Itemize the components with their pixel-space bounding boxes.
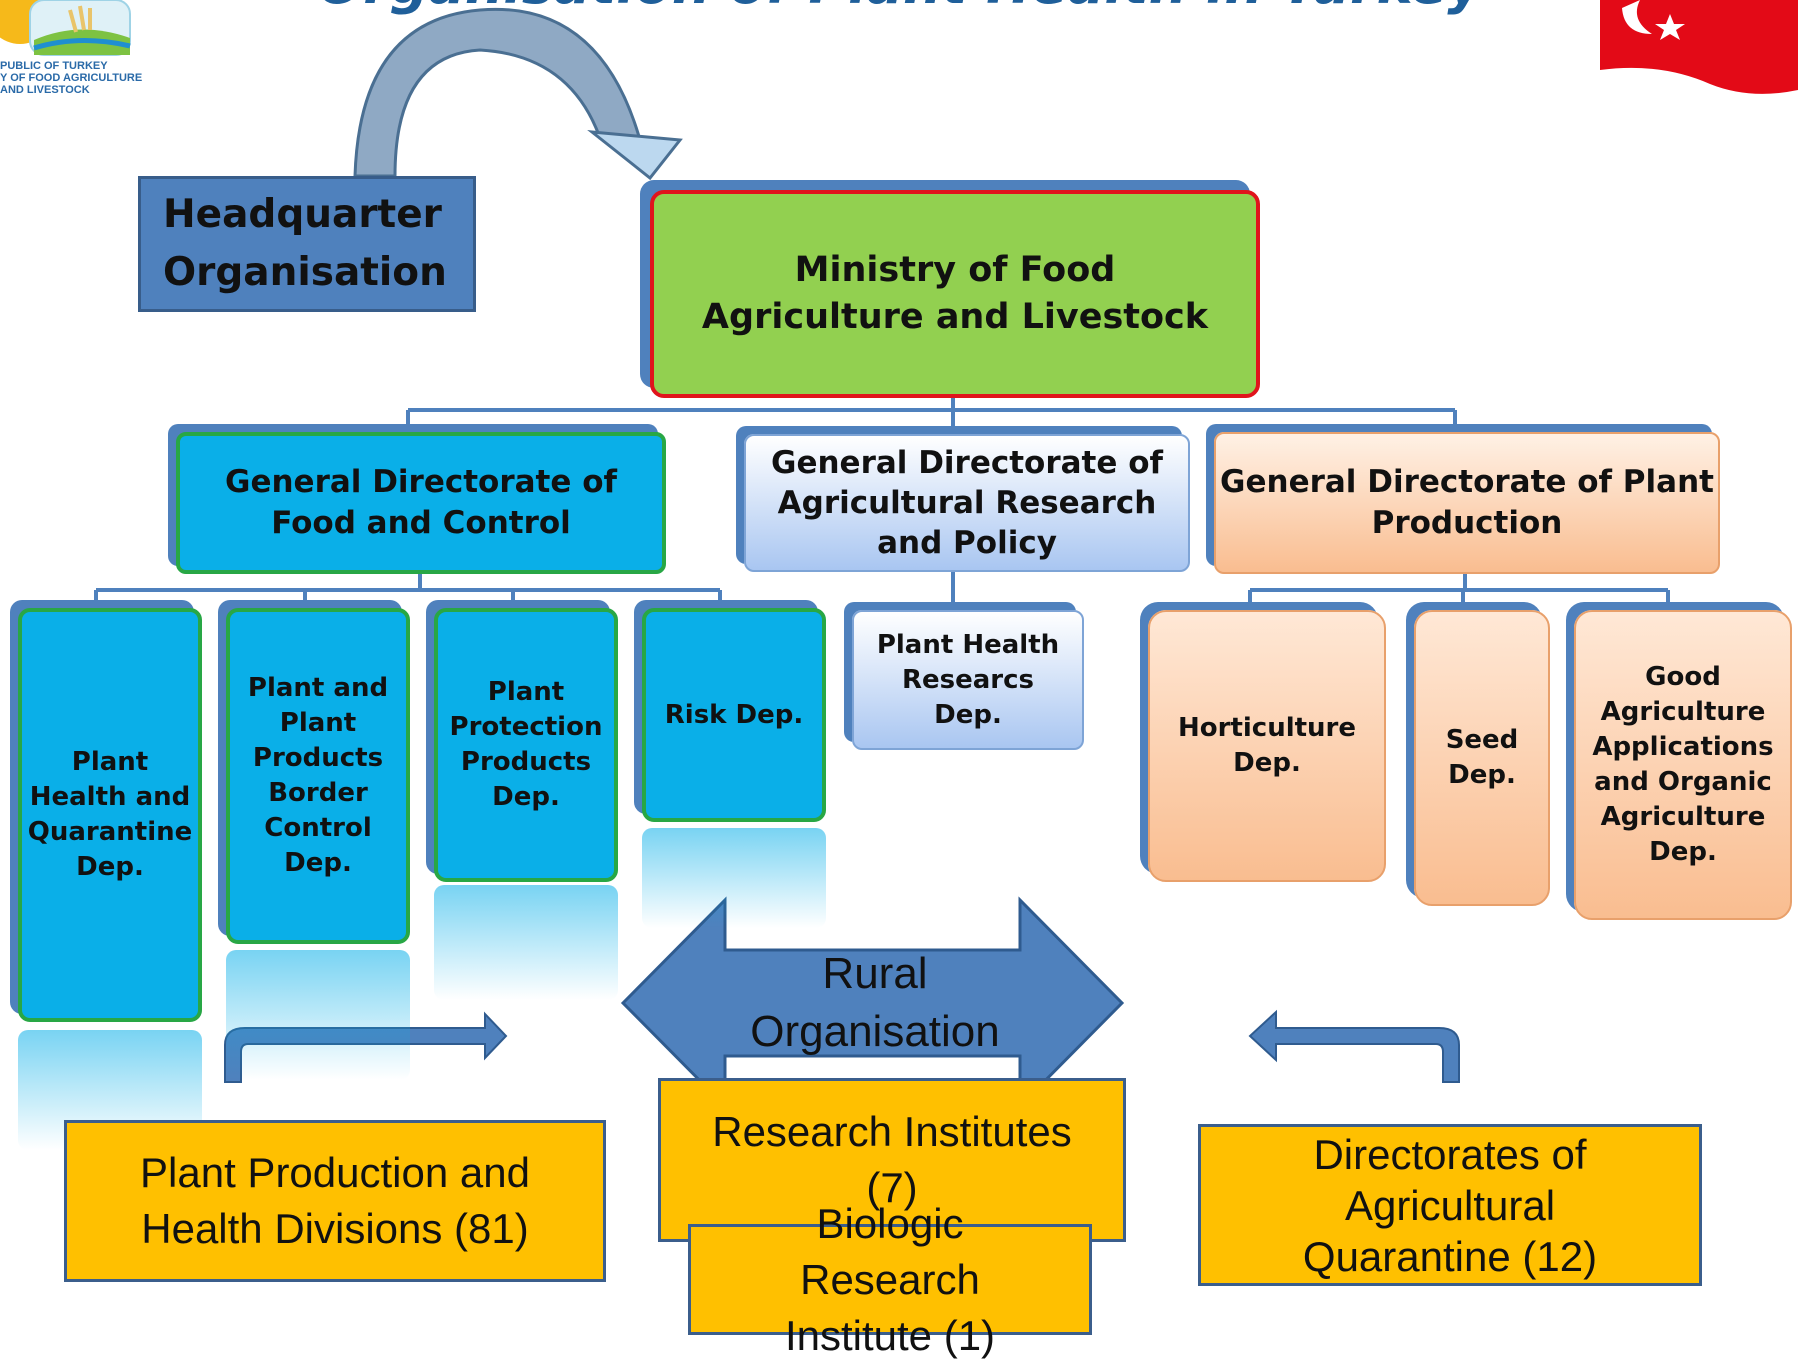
biologic-research-institute: Biologic Research Institute (1) xyxy=(688,1200,1092,1359)
plant-production-health-divisions: Plant Production and Health Divisions (8… xyxy=(64,1120,606,1282)
department-horticulture: Horticulture Dep. xyxy=(1148,610,1386,882)
headquarter-organisation: Headquarter Organisation xyxy=(138,176,476,312)
department-plant-health-quarantine: Plant Health and Quarantine Dep. xyxy=(18,608,202,1022)
curved-arrow-head xyxy=(587,130,683,181)
department-plant-health-research: Plant Health Researcs Dep. xyxy=(852,610,1084,750)
rural-organisation-label: Rural Organisation xyxy=(750,949,1000,1056)
agricultural-quarantine-directorates: Directorates of Agricultural Quarantine … xyxy=(1198,1124,1702,1286)
logo-line-1: PUBLIC OF TURKEY xyxy=(0,60,108,72)
ministry-box: Ministry of Food Agriculture and Livesto… xyxy=(650,190,1260,398)
department-border-control: Plant and Plant Products Border Control … xyxy=(226,608,410,944)
turkish-flag xyxy=(1600,0,1798,100)
logo-line-2: Y OF FOOD AGRICULTURE xyxy=(0,72,143,84)
ministry-logo xyxy=(0,0,140,60)
department-risk: Risk Dep. xyxy=(642,608,826,822)
rural-double-arrow xyxy=(620,896,1125,1110)
curved-arrow xyxy=(353,7,643,178)
directorate-agricultural-research: General Directorate of Agricultural Rese… xyxy=(744,434,1190,572)
directorate-plant-production: General Directorate of Plant Production xyxy=(1214,432,1720,574)
logo-line-3: AND LIVESTOCK xyxy=(0,84,90,96)
right-bent-arrow xyxy=(1248,1009,1460,1083)
logo-emblem-icon xyxy=(0,0,131,56)
flag-icon xyxy=(1600,0,1798,94)
page-title: Organisation of Plant Health in Turkey xyxy=(300,0,1500,15)
department-plant-protection-products: Plant Protection Products Dep. xyxy=(434,608,618,882)
reflection-3 xyxy=(434,885,618,1000)
logo-text: PUBLIC OF TURKEY Y OF FOOD AGRICULTURE A… xyxy=(0,60,160,96)
diagram-connectors xyxy=(94,7,1670,1110)
department-seed: Seed Dep. xyxy=(1414,610,1550,906)
research-institutes: Research Institutes (7) xyxy=(658,1078,1126,1242)
reflection-4 xyxy=(642,828,826,928)
reflection-2 xyxy=(226,950,410,1080)
department-good-agriculture: Good Agriculture Applications and Organi… xyxy=(1574,610,1792,920)
directorate-food-control: General Directorate of Food and Control xyxy=(176,432,666,574)
